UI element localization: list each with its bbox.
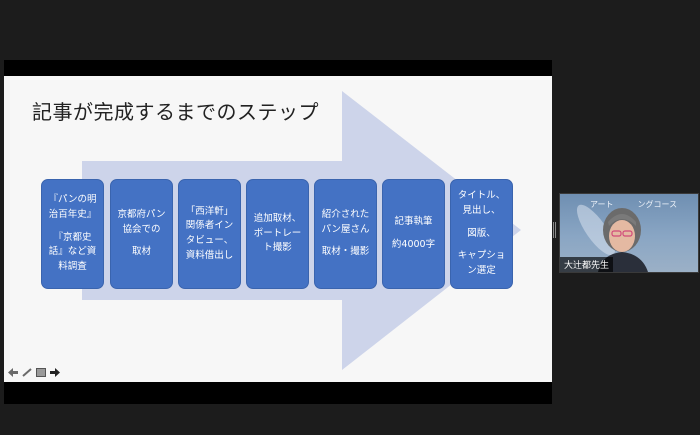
- pen-icon[interactable]: [22, 368, 32, 377]
- resize-handle[interactable]: [553, 222, 556, 238]
- step-text: ン選定: [467, 265, 496, 277]
- step-text: 『京都史: [53, 231, 92, 243]
- step-text: 「西洋軒」: [185, 205, 234, 217]
- step-box: 紹介されたパン屋さん取材・撮影: [314, 179, 377, 289]
- step-text: 協会での: [122, 223, 161, 235]
- step-text: ポートレー: [253, 227, 302, 239]
- screen-icon[interactable]: [36, 368, 46, 377]
- step-text: ト撮影: [263, 242, 292, 254]
- step-text: パン屋さん: [321, 223, 370, 235]
- step-text: 約4000字: [391, 239, 436, 250]
- video-background-text: アート ングコース: [590, 200, 678, 209]
- shared-screen: 記事が完成するまでのステップ 『パンの明治百年史』『京都史話』など資料調査京都府…: [4, 60, 552, 404]
- step-text: 京都府パン: [117, 208, 166, 220]
- presentation-slide: 記事が完成するまでのステップ 『パンの明治百年史』『京都史話』など資料調査京都府…: [4, 76, 552, 382]
- step-text: タイトル、: [457, 190, 506, 202]
- step-text: 料調査: [58, 261, 87, 273]
- step-text: 取材・撮影: [321, 246, 370, 258]
- step-text: 関係者イン: [185, 220, 234, 232]
- step-box: 『パンの明治百年史』『京都史話』など資料調査: [41, 179, 104, 289]
- step-text: 追加取材、: [253, 212, 302, 224]
- more-icon[interactable]: [50, 368, 60, 377]
- step-text: 図版、: [467, 227, 496, 239]
- step-text: 資料借出し: [185, 249, 234, 261]
- step-box: 「西洋軒」関係者インタビュー、資料借出し: [178, 179, 241, 289]
- step-box: 京都府パン協会での取材: [110, 179, 173, 289]
- step-text: 見出し、: [462, 204, 501, 216]
- step-box: 記事執筆約4000字: [382, 179, 445, 289]
- step-text: キャプショ: [457, 250, 506, 262]
- step-text: 取材: [131, 246, 151, 258]
- participant-portrait: [576, 204, 648, 272]
- participant-video[interactable]: アート ングコース 大辻都先生: [559, 193, 699, 273]
- step-text: 話』など資: [48, 246, 97, 258]
- participant-name: 大辻都先生: [560, 257, 614, 272]
- arrow-left-icon[interactable]: [8, 368, 18, 377]
- slide-controls: [8, 368, 60, 377]
- step-text: 記事執筆: [394, 216, 433, 228]
- step-text: 『パンの明: [48, 194, 97, 206]
- slide-title: 記事が完成するまでのステップ: [32, 100, 319, 124]
- step-text: 治百年史』: [48, 208, 97, 220]
- step-box: 追加取材、ポートレート撮影: [246, 179, 309, 289]
- step-text: タビュー、: [185, 235, 234, 246]
- step-text: 紹介された: [321, 208, 370, 220]
- step-box: タイトル、見出し、図版、キャプション選定: [450, 179, 513, 289]
